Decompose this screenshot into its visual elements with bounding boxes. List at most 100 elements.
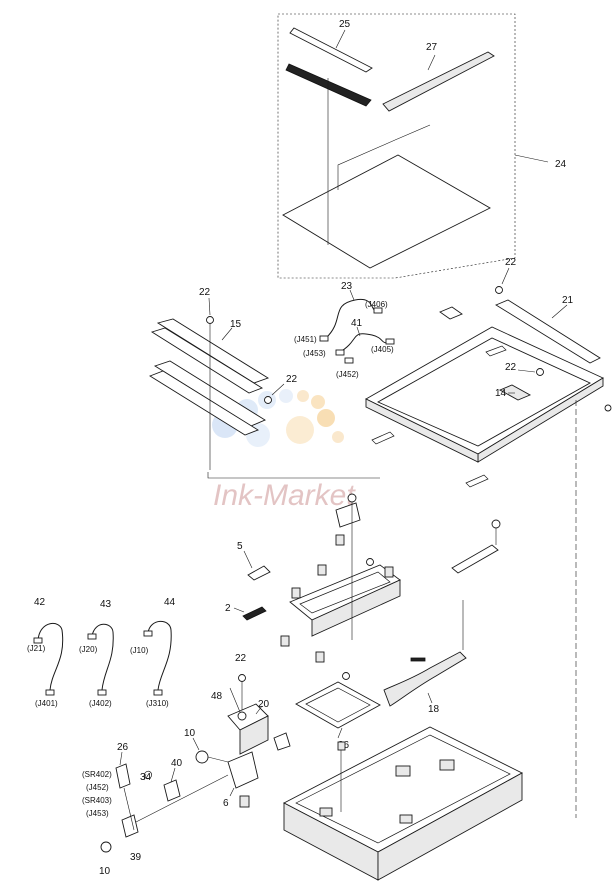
screw-36 (342, 672, 350, 680)
leader-41 (356, 326, 361, 337)
screw-center (366, 558, 374, 566)
base-tray-part-d (399, 814, 413, 824)
part-20-clip (273, 732, 291, 751)
callout-43: 43 (100, 599, 112, 610)
part-25-strip-dark (285, 63, 372, 107)
rail-upper-lower (150, 327, 264, 394)
connector-j405 (385, 338, 395, 345)
part-26-sensor (115, 763, 131, 789)
rail-assembly-15: 22 15 22 (148, 287, 298, 470)
base-tray-inner (295, 734, 511, 844)
base-tray-connector (337, 741, 346, 751)
label-sr403: (SR403) (82, 796, 112, 805)
leader-26 (119, 751, 123, 766)
callout-22d: 22 (505, 362, 517, 373)
dashed-boundary (277, 13, 516, 279)
callout-23: 23 (341, 281, 353, 292)
leader-27 (427, 54, 436, 71)
callout-41: 41 (351, 318, 363, 329)
connector-j406 (373, 307, 383, 314)
connector-j401 (45, 689, 55, 696)
connector-j21 (33, 637, 43, 644)
leader-40 (170, 767, 176, 783)
callout-27: 27 (426, 42, 438, 53)
leader-2 (233, 607, 245, 613)
base-tray-side (377, 772, 523, 881)
callout-10a: 10 (184, 728, 196, 739)
leader-6 (229, 787, 235, 797)
callout-22c: 22 (505, 257, 517, 268)
cable-41 (339, 333, 391, 353)
callout-39: 39 (130, 852, 142, 863)
leader-25 (335, 29, 346, 49)
callout-25: 25 (339, 19, 351, 30)
callout-2: 2 (225, 603, 231, 614)
part-34-spring (144, 770, 152, 780)
label-j453-sensor: (J453) (86, 809, 109, 818)
axis-sensor (123, 787, 135, 831)
part-21-rail (495, 299, 601, 364)
screw-right (491, 519, 501, 529)
base-assembly: 36 18 (283, 600, 523, 881)
callout-34: 34 (140, 772, 152, 783)
block-b (335, 534, 345, 546)
leader-36 (337, 727, 343, 739)
part-48-gear (237, 711, 247, 721)
label-j453: (J453) (303, 349, 326, 358)
screw-22-b (264, 396, 272, 404)
label-j452: (J452) (336, 370, 359, 379)
label-j452-sensor: (J452) (86, 783, 109, 792)
part-6-block (239, 795, 250, 808)
screw-22-e (238, 674, 246, 682)
leader-34 (143, 773, 147, 781)
screw-22-d (536, 368, 544, 376)
leader-18 (427, 692, 433, 704)
part-20-side (239, 715, 269, 755)
axis-line-2 (337, 124, 431, 190)
cable-23 (325, 298, 379, 339)
upper-frame-inner (376, 337, 591, 447)
leader-10a (192, 737, 200, 751)
upper-frame-front (365, 398, 479, 463)
carriage-assembly: 5 2 (225, 493, 501, 663)
connector-j452 (344, 357, 354, 364)
connector-j310 (153, 689, 163, 696)
label-j406: (J406) (365, 300, 388, 309)
axis-roller-a (207, 756, 229, 763)
leader-22c (501, 267, 510, 285)
callout-44: 44 (164, 597, 176, 608)
carriage-frame-side (311, 579, 401, 637)
label-j21: (J21) (27, 644, 46, 653)
part-40-lever (163, 779, 181, 802)
part-36-plate-inner (305, 687, 371, 723)
label-j20: (J20) (79, 645, 98, 654)
part-2-strip (242, 606, 267, 621)
connector-j451 (319, 335, 329, 342)
screw-top (347, 493, 357, 503)
connector-j20 (87, 633, 97, 640)
part-39-holder (121, 814, 139, 838)
axis-line-bracket (207, 472, 380, 479)
label-j401: (J401) (35, 699, 58, 708)
frame-pin (604, 404, 612, 412)
part-36-plate (295, 681, 381, 729)
leader-22b (271, 383, 285, 396)
harness-cables: 42 43 44 (J21) (J20) (J10) (J401) (J402)… (27, 597, 176, 708)
part-6-motor-mount (227, 751, 259, 789)
cable-42 (37, 622, 64, 691)
callout-18: 18 (428, 704, 440, 715)
callout-24: 24 (555, 159, 567, 170)
watermark-text: Ink-Market (213, 479, 356, 512)
callout-5: 5 (237, 541, 243, 552)
frame-clip-b (465, 474, 489, 488)
screw-22-c (495, 286, 503, 294)
rail-lower-lower (148, 370, 260, 436)
cable-44 (147, 620, 172, 691)
block-d (291, 587, 301, 599)
callout-10b: 10 (99, 866, 111, 877)
label-j10: (J10) (130, 646, 149, 655)
connector-j402 (97, 689, 107, 696)
scanner-glass-group: 25 27 24 (277, 13, 567, 279)
label-j402: (J402) (89, 699, 112, 708)
